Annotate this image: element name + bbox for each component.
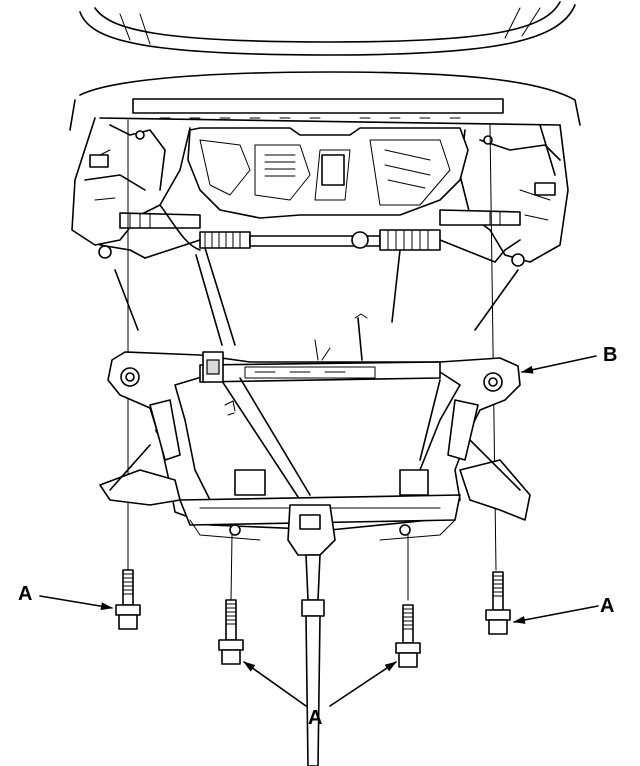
bolt-rear-right — [395, 604, 421, 668]
upper-cross-member — [99, 98, 561, 126]
bolt-callout-label-left: A — [18, 583, 33, 605]
bolt-callout-label-bottom: A — [308, 707, 323, 729]
arrow-to-bolt-rear-right — [329, 661, 397, 707]
bolt-callout-label-right: A — [600, 595, 615, 617]
arrow-to-bolt-rear-left — [243, 661, 307, 707]
bolt-rear-left — [218, 599, 244, 665]
arrow-to-bolt-front-left — [39, 595, 113, 611]
hanging-cables — [114, 204, 519, 361]
right-body-structure — [459, 124, 569, 263]
steering-rack — [98, 209, 525, 267]
callout-arrows — [39, 355, 599, 707]
arrow-to-subframe — [521, 355, 597, 374]
steering-shaft — [301, 554, 325, 766]
subframe-callout-label: B — [603, 344, 618, 366]
engine-assembly — [187, 127, 469, 219]
bolt-front-left — [115, 569, 141, 630]
bolt-front-right — [485, 571, 511, 635]
left-body-structure — [71, 117, 191, 246]
front-subframe — [99, 339, 531, 556]
vehicle-body-outline — [69, 1, 581, 131]
arrow-to-bolt-front-right — [513, 605, 599, 624]
